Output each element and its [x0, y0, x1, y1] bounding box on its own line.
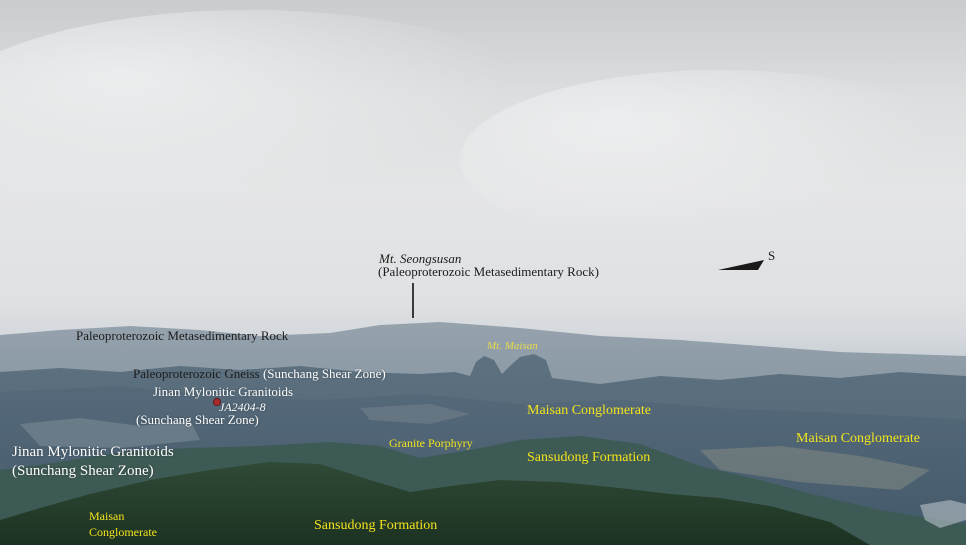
label-granite-porphyry: Granite Porphyry	[389, 436, 473, 450]
label-sunchang-zone-2: (Sunchang Shear Zone)	[12, 463, 154, 479]
label-paleo-gneiss-zone: (Sunchang Shear Zone)	[262, 366, 386, 381]
label-sansudong-bottom: Sansudong Formation	[314, 518, 438, 533]
cloud	[460, 70, 966, 250]
label-mt-maisan: Mt. Maisan	[487, 340, 538, 352]
farmland	[360, 404, 470, 424]
sample-marker-icon	[212, 397, 221, 406]
label-paleo-gneiss: Paleoproterozoic Gneiss (Sunchang Shear …	[133, 366, 386, 381]
label-seongsusan-rock: (Paleoproterozoic Metasedimentary Rock)	[378, 264, 599, 279]
label-maisan-conglomerate-right: Maisan Conglomerate	[796, 431, 921, 446]
label-sunchang-zone-1: (Sunchang Shear Zone)	[136, 412, 259, 427]
river	[920, 500, 966, 528]
label-maisan-conglomerate-left-1: Maisan	[89, 509, 125, 523]
compass-arrow-icon	[718, 260, 764, 270]
farmland	[700, 446, 930, 490]
label-maisan-conglomerate-center: Maisan Conglomerate	[527, 403, 652, 418]
label-paleo-metasedimentary: Paleoproterozoic Metasedimentary Rock	[76, 328, 289, 343]
label-paleo-gneiss-main: Paleoproterozoic Gneiss	[133, 366, 260, 381]
label-jinan-mylonitic-1: Jinan Mylonitic Granitoids	[153, 384, 294, 399]
farmland	[20, 418, 200, 448]
label-mt-seongsusan: Mt. Seongsusan	[379, 251, 462, 266]
label-sample-id: JA2404-8	[219, 400, 266, 414]
cloud	[0, 10, 570, 230]
label-compass-south: S	[768, 248, 776, 263]
near-ridge	[0, 462, 870, 545]
label-maisan-conglomerate-left-2: Conglomerate	[89, 525, 157, 539]
label-sansudong-center: Sansudong Formation	[527, 450, 651, 465]
label-jinan-mylonitic-2: Jinan Mylonitic Granitoids	[12, 444, 174, 460]
